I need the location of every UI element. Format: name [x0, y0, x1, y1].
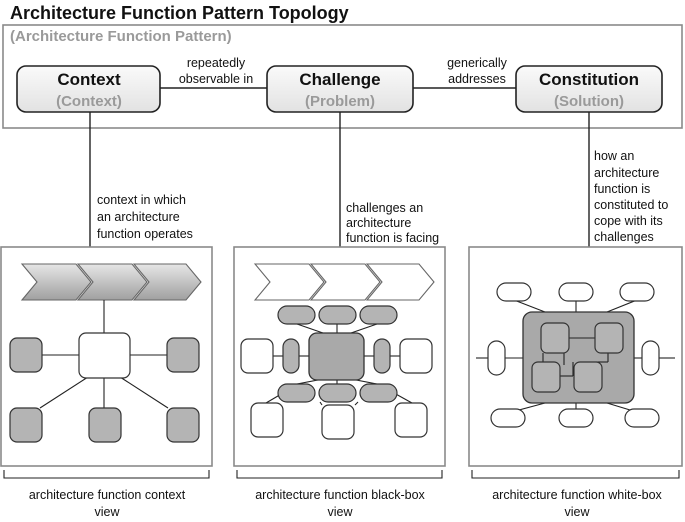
internal-structure [531, 322, 624, 393]
blackbox-function [308, 332, 365, 381]
node-context-title: Context [57, 70, 121, 89]
svg-text:function is: function is [594, 182, 650, 196]
node-constitution-title: Constitution [539, 70, 639, 89]
svg-text:challenges an: challenges an [346, 201, 423, 215]
caption-context-1: architecture function context [29, 488, 186, 502]
whitebox-view-panel [468, 246, 683, 467]
context-view-panel [0, 246, 213, 467]
bracket-context [3, 470, 210, 479]
node-context-sub: (Context) [56, 93, 122, 110]
caption-context-2: view [94, 505, 120, 519]
blackbox-view-panel [233, 246, 446, 467]
node-challenge-sub: (Problem) [305, 93, 375, 110]
node-constitution-sub: (Solution) [554, 93, 624, 110]
pattern-label: (Architecture Function Pattern) [10, 28, 232, 45]
edge-label-challenge-constitution-1: generically [447, 56, 508, 70]
context-box-bottom-right [166, 407, 200, 443]
edge-label-challenge-constitution-2: addresses [448, 72, 506, 86]
svg-text:how an: how an [594, 149, 634, 163]
context-box-bottom-center [88, 407, 122, 443]
caption-blackbox-2: view [327, 505, 353, 519]
caption-whitebox-1: architecture function white-box [492, 488, 662, 502]
svg-text:architecture: architecture [346, 216, 411, 230]
svg-text:architecture: architecture [594, 166, 659, 180]
description-context: context in which an architecture functio… [97, 193, 193, 241]
node-constitution: Constitution (Solution) [515, 65, 663, 113]
edge-label-context-challenge-2: observable in [179, 72, 253, 86]
svg-text:an architecture: an architecture [97, 210, 180, 224]
context-box-right [166, 337, 200, 373]
value-chain-chevrons [20, 263, 202, 301]
bracket-blackbox [236, 470, 443, 479]
node-context: Context (Context) [16, 65, 161, 113]
caption-whitebox-2: view [564, 505, 590, 519]
svg-text:context in which: context in which [97, 193, 186, 207]
page-title: Architecture Function Pattern Topology [10, 3, 349, 23]
svg-text:function is facing: function is facing [346, 231, 439, 245]
bracket-whitebox [471, 470, 680, 479]
svg-text:cope with its: cope with its [594, 214, 663, 228]
node-challenge-title: Challenge [299, 70, 380, 89]
svg-text:challenges: challenges [594, 230, 654, 244]
node-challenge: Challenge (Problem) [266, 65, 414, 113]
description-constitution: how an architecture function is constitu… [594, 149, 668, 244]
caption-blackbox-1: architecture function black-box [255, 488, 425, 502]
edge-label-context-challenge-1: repeatedly [187, 56, 246, 70]
context-box-bottom-left [9, 407, 43, 443]
svg-text:constituted to: constituted to [594, 198, 668, 212]
context-box-left [9, 337, 43, 373]
description-challenge: challenges an architecture function is f… [346, 201, 439, 245]
value-chain-chevrons-white [253, 263, 435, 301]
focal-function-box [78, 332, 131, 379]
svg-text:function operates: function operates [97, 227, 193, 241]
